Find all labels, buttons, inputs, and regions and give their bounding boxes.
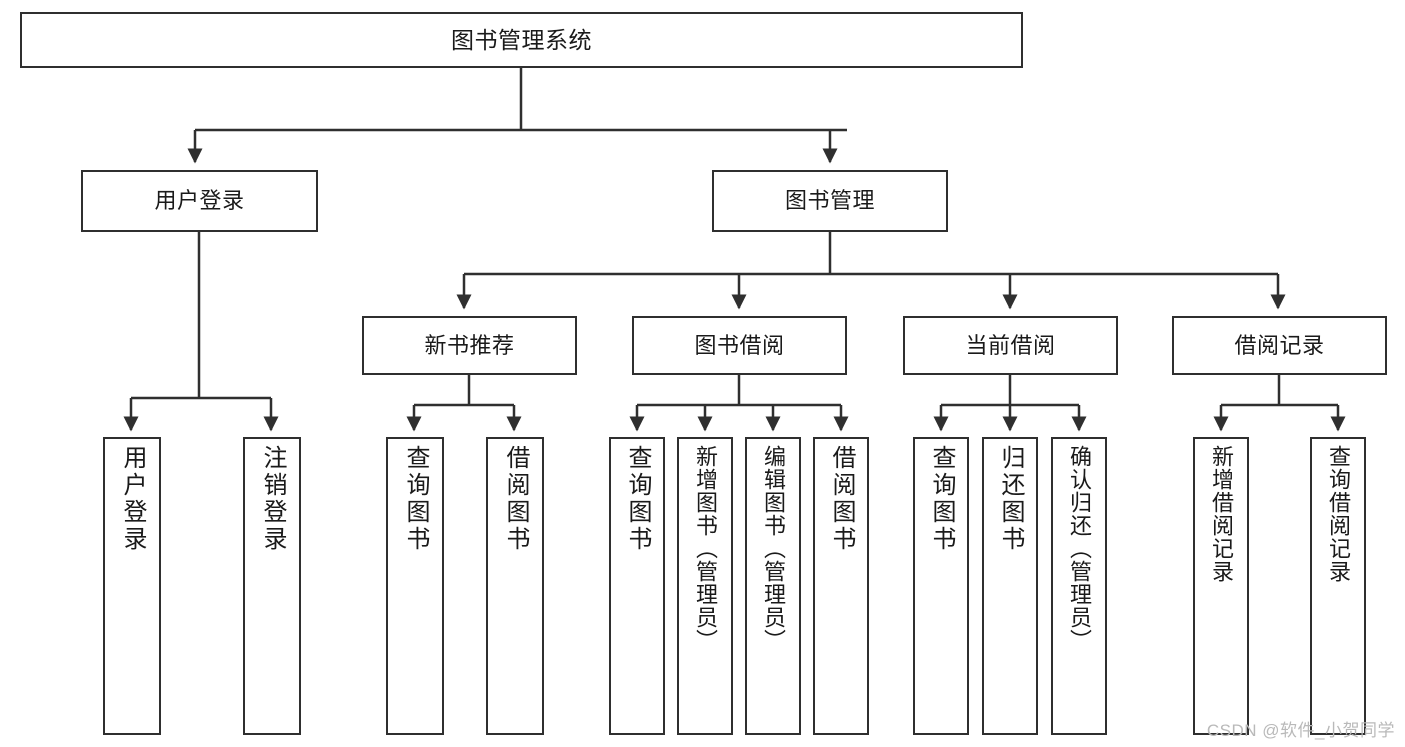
node-new-book[interactable]: 新书推荐 bbox=[362, 316, 577, 375]
leaf-query-book-2-label: 查询图书 bbox=[624, 445, 651, 553]
leaf-logout[interactable]: 注销登录 bbox=[243, 437, 301, 735]
node-book-manage-label: 图书管理 bbox=[784, 188, 875, 214]
node-book-manage[interactable]: 图书管理 bbox=[712, 170, 948, 232]
leaf-add-record-label: 新增借阅记录 bbox=[1209, 445, 1234, 583]
leaf-query-book-1[interactable]: 查询图书 bbox=[386, 437, 444, 735]
leaf-edit-book[interactable]: 编辑图书（管理员） bbox=[745, 437, 801, 735]
leaf-query-book-3[interactable]: 查询图书 bbox=[913, 437, 969, 735]
watermark: CSDN @软件_小贺同学 bbox=[1206, 721, 1395, 740]
leaf-borrow-book-2-label: 借阅图书 bbox=[828, 445, 855, 553]
leaf-query-book-3-label: 查询图书 bbox=[928, 445, 955, 553]
leaf-return-book[interactable]: 归还图书 bbox=[982, 437, 1038, 735]
leaf-user-login-label: 用户登录 bbox=[119, 445, 146, 553]
node-root[interactable]: 图书管理系统 bbox=[20, 12, 1023, 68]
node-current-borrow[interactable]: 当前借阅 bbox=[903, 316, 1118, 375]
leaf-confirm-return[interactable]: 确认归还（管理员） bbox=[1051, 437, 1107, 735]
node-current-borrow-label: 当前借阅 bbox=[965, 332, 1056, 358]
node-borrow-record-label: 借阅记录 bbox=[1234, 332, 1325, 358]
leaf-add-book[interactable]: 新增图书（管理员） bbox=[677, 437, 733, 735]
leaf-return-book-label: 归还图书 bbox=[997, 445, 1024, 553]
leaf-query-book-1-label: 查询图书 bbox=[402, 445, 429, 553]
leaf-borrow-book-2[interactable]: 借阅图书 bbox=[813, 437, 869, 735]
node-user-login-label: 用户登录 bbox=[154, 188, 245, 214]
node-borrow-record[interactable]: 借阅记录 bbox=[1172, 316, 1387, 375]
leaf-edit-book-label: 编辑图书（管理员） bbox=[761, 445, 786, 652]
leaf-confirm-return-label: 确认归还（管理员） bbox=[1067, 445, 1092, 652]
leaf-query-record[interactable]: 查询借阅记录 bbox=[1310, 437, 1366, 735]
leaf-logout-label: 注销登录 bbox=[259, 445, 286, 553]
leaf-borrow-book-1-label: 借阅图书 bbox=[502, 445, 529, 553]
node-new-book-label: 新书推荐 bbox=[424, 332, 515, 358]
node-book-borrow-label: 图书借阅 bbox=[694, 332, 785, 358]
leaf-user-login[interactable]: 用户登录 bbox=[103, 437, 161, 735]
leaf-query-record-label: 查询借阅记录 bbox=[1326, 445, 1351, 583]
leaf-add-record[interactable]: 新增借阅记录 bbox=[1193, 437, 1249, 735]
node-user-login[interactable]: 用户登录 bbox=[81, 170, 318, 232]
leaf-borrow-book-1[interactable]: 借阅图书 bbox=[486, 437, 544, 735]
leaf-query-book-2[interactable]: 查询图书 bbox=[609, 437, 665, 735]
node-book-borrow[interactable]: 图书借阅 bbox=[632, 316, 847, 375]
leaf-add-book-label: 新增图书（管理员） bbox=[693, 445, 718, 652]
node-root-label: 图书管理系统 bbox=[451, 26, 592, 53]
